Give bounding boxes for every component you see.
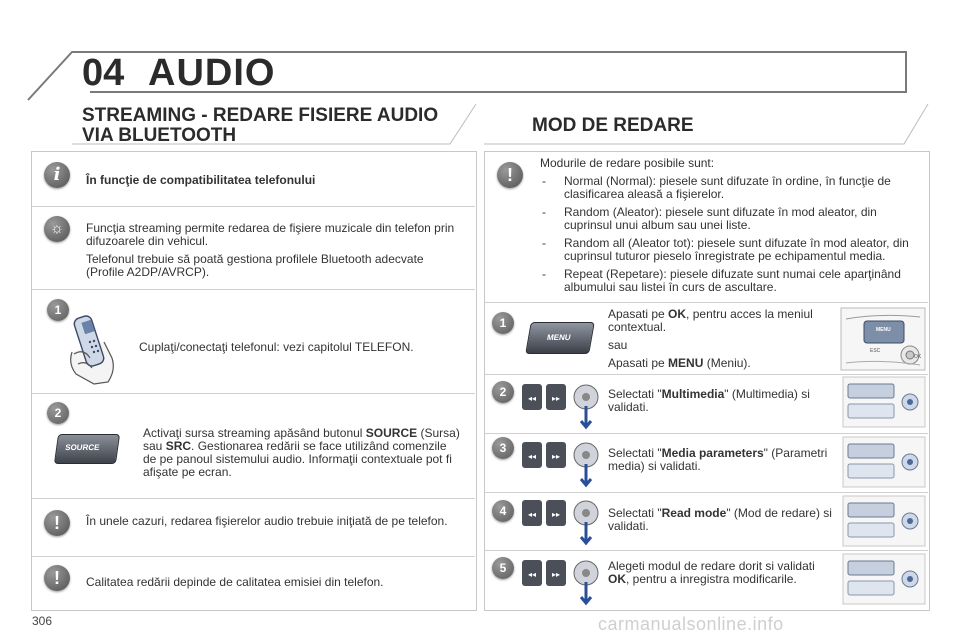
svg-text:◂◂: ◂◂	[528, 452, 536, 461]
svg-text:▸▸: ▸▸	[552, 510, 560, 519]
arrow-buttons-icon: ◂◂ ▸▸	[522, 442, 599, 488]
profiles-paragraph: Telefonul trebuie să poată gestiona prof…	[86, 252, 424, 279]
row-divider	[32, 289, 475, 290]
step-badge: 2	[492, 381, 514, 403]
svg-text:▸▸: ▸▸	[552, 570, 560, 579]
warning-icon: !	[497, 162, 523, 188]
right-title-frame	[484, 103, 929, 145]
keypad-icon	[842, 495, 926, 547]
phone-in-hand-icon	[70, 315, 114, 385]
warning-icon: !	[44, 565, 70, 591]
svg-text:▸▸: ▸▸	[552, 452, 560, 461]
row-divider	[485, 302, 928, 303]
step-badge: 2	[47, 402, 69, 424]
svg-text:▸▸: ▸▸	[552, 394, 560, 403]
step-badge: 5	[492, 557, 514, 579]
left-title-frame	[72, 103, 477, 145]
arrow-buttons-icon: ◂◂ ▸▸	[522, 384, 599, 430]
row-divider	[32, 498, 475, 499]
step4-instruction: Selectati "Read mode" (Mod de redare) si…	[608, 506, 832, 533]
right-section-title: MOD DE REDARE	[532, 115, 694, 136]
chapter-header-frame	[27, 51, 907, 101]
row-divider	[485, 433, 928, 434]
modes-intro: Modurile de redare posibile sunt:	[540, 156, 715, 170]
quality-warning: Calitatea redării depinde de calitatea e…	[86, 575, 384, 589]
source-instruction: Activaţi sursa streaming apăsând butonul…	[143, 426, 460, 479]
step2-instruction: Selectati "Multimedia" (Multimedia) si v…	[608, 387, 810, 414]
watermark: carmanualsonline.info	[598, 614, 784, 634]
panel-ok-label: OK	[914, 354, 922, 360]
step-badge: 3	[492, 437, 514, 459]
page-number: 306	[32, 614, 53, 628]
step1-instruction: Apasati pe OK, pentru acces la meniul co…	[608, 308, 833, 375]
left-title-line2: VIA BLUETOOTH	[82, 125, 237, 146]
menu-button-label: MENU	[546, 333, 572, 342]
initiate-on-phone-warning: În unele cazuri, redarea fişierelor audi…	[86, 514, 448, 528]
pair-phone-instruction: Cuplaţi/conectaţi telefonul: vezi capito…	[139, 340, 414, 354]
chapter-number: 04	[82, 52, 125, 94]
step-badge: 4	[492, 500, 514, 522]
step3-instruction: Selectati "Media parameters" (Parametri …	[608, 446, 828, 473]
info-icon: i	[44, 162, 70, 188]
left-title-line1: STREAMING - REDARE FISIERE AUDIO	[82, 105, 439, 126]
list-item: -Repeat (Repetare): piesele difuzate sun…	[542, 267, 901, 294]
arrow-buttons-icon: ◂◂ ▸▸	[522, 500, 599, 546]
row-divider	[32, 206, 475, 207]
row-divider	[485, 374, 928, 375]
row-divider	[32, 393, 475, 394]
step5-instruction: Alegeti modul de redare dorit si validat…	[608, 559, 815, 586]
arrow-buttons-icon: ◂◂ ▸▸	[522, 560, 599, 606]
streaming-description: Funcţia streaming permite redarea de fiş…	[86, 222, 464, 284]
compatibility-note: În funcţie de compatibilitatea telefonul…	[86, 173, 316, 187]
source-button-label: SOURCE	[64, 443, 101, 452]
sun-icon: ☼	[44, 216, 70, 242]
read-modes-list: Modurile de redare posibile sunt: -Norma…	[540, 157, 920, 299]
row-divider	[32, 556, 475, 557]
source-button[interactable]: SOURCE	[53, 434, 121, 464]
svg-text:◂◂: ◂◂	[528, 570, 536, 579]
keypad-icon	[842, 376, 926, 428]
row-divider	[485, 492, 928, 493]
step-badge: 1	[492, 312, 514, 334]
row-divider	[485, 550, 928, 551]
keypad-icon	[842, 553, 926, 605]
or-text: sau	[608, 338, 628, 352]
svg-text:◂◂: ◂◂	[528, 394, 536, 403]
panel-menu-label: MENU	[876, 327, 891, 333]
warning-icon: !	[44, 510, 70, 536]
streaming-paragraph: Funcţia streaming permite redarea de fiş…	[86, 221, 455, 248]
control-panel-icon	[840, 307, 926, 371]
left-section-title: STREAMING - REDARE FISIERE AUDIO VIA BLU…	[82, 106, 438, 146]
list-item: -Random all (Aleator tot): piesele sunt …	[542, 236, 909, 263]
svg-text:◂◂: ◂◂	[528, 510, 536, 519]
panel-esc-label: ESC	[870, 348, 881, 354]
step-badge: 1	[47, 299, 69, 321]
menu-button[interactable]: MENU	[525, 322, 595, 354]
keypad-icon	[842, 436, 926, 488]
list-item: -Normal (Normal): piesele sunt difuzate …	[542, 174, 891, 201]
list-item: -Random (Aleator): piesele sunt difuzate…	[542, 205, 877, 232]
chapter-title: AUDIO	[148, 52, 276, 94]
